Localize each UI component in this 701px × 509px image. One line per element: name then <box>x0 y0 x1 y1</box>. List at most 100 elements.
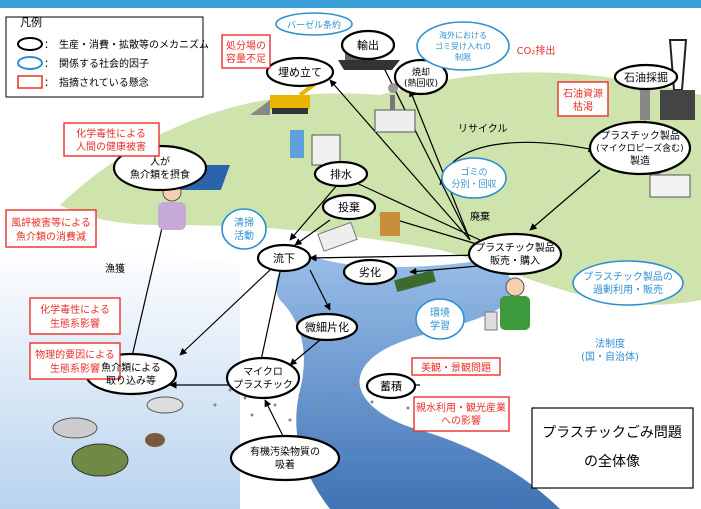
legend-mechanism-symbol <box>17 37 43 51</box>
fishing-label: 漁獲 <box>105 262 125 275</box>
node-adsorption <box>229 434 341 482</box>
fish-label-2: 取り込み等 <box>106 374 156 387</box>
overseas-label-1: 海外における <box>439 30 487 40</box>
legend-title: 凡例 <box>20 15 42 29</box>
law-label-1: 法制度 <box>595 337 625 350</box>
flow-labels: リサイクル 廃棄 漁獲 <box>105 123 508 275</box>
fragmentation-label: 微細片化 <box>305 320 349 334</box>
excavator-icon <box>250 78 322 115</box>
legend-concern-symbol <box>17 75 43 89</box>
degradation-label: 劣化 <box>359 265 381 279</box>
chem-eco-label-1: 化学毒性による <box>40 303 110 316</box>
river <box>276 250 560 509</box>
runoff-label: 流下 <box>273 251 295 265</box>
phys-eco-label-2: 生態系影響 <box>50 362 100 375</box>
co2-label: CO₂排出 <box>517 44 556 57</box>
education-label-1: 環境 <box>430 306 450 319</box>
education-label-2: 学習 <box>430 319 450 332</box>
products-label-1: プラスチック製品 <box>600 129 680 142</box>
chem-eco-label-2: 生態系影響 <box>50 317 100 330</box>
overuse-label-1: プラスチック製品の <box>583 270 673 283</box>
burial-label: 埋め立て <box>278 65 322 79</box>
collection-label-1: ゴミの <box>460 166 487 178</box>
tourism-label-2: への影響 <box>441 414 481 427</box>
cleanup-label-2: 活動 <box>234 229 254 242</box>
node-sales <box>467 232 563 276</box>
legend-mechanism-label: ： 生産・消費・拡散等のメカニズム <box>44 38 209 51</box>
concern-boxes <box>5 34 609 432</box>
title: プラスチックごみ問題 の全体像 <box>542 425 682 470</box>
oil-rig-icon <box>640 39 695 120</box>
fish-label-1: 魚介類による <box>101 361 161 374</box>
legend-social-symbol <box>17 56 43 70</box>
products-label-3: 製造 <box>630 154 650 167</box>
legend: 凡例 ： 生産・消費・拡散等のメカニズム ： 関係する社会的因子 ： 指摘されて… <box>5 15 209 98</box>
node-oil <box>613 63 679 91</box>
overuse-label-2: 過剰利用・販売 <box>593 283 663 296</box>
landfill-label-2: 容量不足 <box>226 52 266 65</box>
human-label-2: 魚介類を摂食 <box>130 168 190 181</box>
mechanism-nodes <box>84 29 692 482</box>
incineration-label-1: 焼却 <box>412 67 430 78</box>
oil-depletion-label-2: 枯渇 <box>573 100 593 113</box>
accumulation-label: 蓄積 <box>380 379 402 393</box>
trash-bag-icon <box>290 130 341 166</box>
social-nodes <box>221 12 684 340</box>
drainage-label: 排水 <box>330 167 352 181</box>
turtle-icon <box>71 443 129 477</box>
node-burial <box>265 56 335 88</box>
products-label-2: (マイクロビーズ含む) <box>596 142 683 154</box>
human-label-1: 人が <box>150 155 170 168</box>
node-fragmentation <box>295 312 359 342</box>
discard-label: 廃棄 <box>470 210 490 223</box>
dumped-items-icon <box>317 212 400 252</box>
human-health-label-1: 化学毒性による <box>76 127 146 140</box>
node-incineration <box>393 58 449 96</box>
title-box <box>531 407 694 489</box>
basel-label: バーゼル条約 <box>287 19 341 31</box>
factory-icon <box>374 83 416 133</box>
oil-label: 石油採掘 <box>624 70 668 84</box>
phys-eco-label-1: 物理的要因による <box>35 348 115 361</box>
node-runoff <box>256 243 312 273</box>
cleanup-label-1: 清掃 <box>234 216 254 229</box>
sales-label-1: プラスチック製品 <box>475 241 555 254</box>
node-drainage <box>313 160 369 188</box>
shopper-icon <box>484 277 530 331</box>
scenery-label: 美観・景観問題 <box>421 361 491 374</box>
social-labels: バーゼル条約 海外における ゴミ受け入れの 制限 ゴミの 分別・回収 清掃 活動… <box>234 19 673 363</box>
mechanism-labels: 埋め立て 輸出 焼却 (熱回収) 石油採掘 プラスチック製品 (マイクロビーズ含… <box>101 38 684 471</box>
node-dumping <box>321 193 377 221</box>
microplastic-label-2: プラスチック <box>233 379 293 391</box>
reputation-label-2: 魚介類の消費減 <box>16 230 86 243</box>
overseas-label-3: 制限 <box>455 52 471 62</box>
title-line-1: プラスチックごみ問題 <box>542 425 682 441</box>
adsorption-label-2: 吸着 <box>275 458 295 471</box>
tourism-label-1: 親水利用・観光産業 <box>416 401 506 414</box>
header-bar <box>0 0 701 8</box>
title-line-2: の全体像 <box>584 453 640 470</box>
landfill-label-1: 処分場の <box>226 39 266 52</box>
node-products <box>588 120 692 176</box>
node-export <box>340 29 396 61</box>
adsorption-label-1: 有機汚染物質の <box>250 445 320 458</box>
dumping-label: 投棄 <box>338 200 360 214</box>
export-label: 輸出 <box>357 38 379 52</box>
node-human <box>112 144 208 192</box>
legend-concern-label: ： 指摘されている懸念 <box>44 76 149 89</box>
recycle-label: リサイクル <box>458 123 508 135</box>
oil-depletion-label-1: 石油資源 <box>563 87 603 100</box>
node-accumulation <box>365 372 417 400</box>
sales-label-2: 販売・購入 <box>490 254 540 267</box>
legend-social-label: ： 関係する社会的因子 <box>44 57 149 70</box>
degradation-icon <box>394 270 436 292</box>
human-health-label-2: 人間の健康被害 <box>76 140 146 153</box>
node-degradation <box>342 258 398 286</box>
overseas-label-2: ゴミ受け入れの <box>435 41 491 51</box>
law-label-2: (国・自治体) <box>581 350 639 363</box>
fish-icon <box>52 396 184 447</box>
microplastic-label-1: マイクロ <box>243 366 283 378</box>
node-microplastic <box>225 356 301 400</box>
